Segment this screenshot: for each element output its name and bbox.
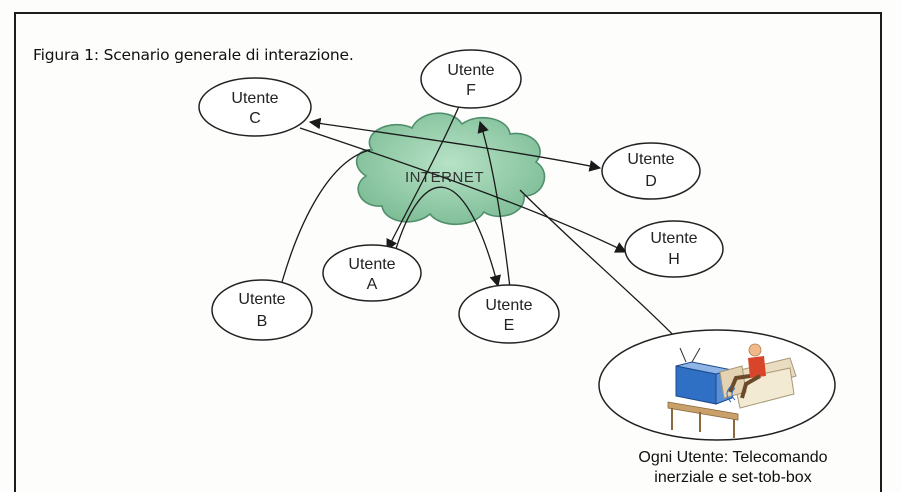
user-setup [598,329,836,441]
node-a-line1: Utente [348,256,395,273]
person-icon [728,343,766,399]
tv-table-icon [667,401,739,438]
node-f-line1: Utente [447,62,494,79]
node-f-line2: F [466,82,476,99]
node-h-line1: Utente [650,230,697,247]
node-d-line2: D [645,173,657,190]
link-c-d [308,117,602,172]
node-utente-d: Utente D [601,142,701,200]
node-h-line2: H [668,251,680,268]
link-a-e [394,186,501,288]
node-c-line1: Utente [231,90,278,107]
setup-caption-line2: inerziale e set-tob-box [654,469,811,486]
node-utente-h: Utente H [624,220,724,278]
node-h-ellipse [624,220,724,278]
node-utente-e: Utente E [458,284,560,344]
setup-caption-line1: Ogni Utente: Telecomando [638,449,827,466]
node-utente-a: Utente A [322,244,422,302]
internet-cloud: INTERNET [355,112,546,225]
connection-links [281,103,689,351]
node-c-ellipse [198,77,312,137]
node-b-line1: Utente [238,291,285,308]
node-b-line2: B [257,313,268,330]
node-a-ellipse [322,244,422,302]
link-b-internet [281,149,371,283]
node-utente-f: Utente F [420,49,522,109]
node-e-ellipse [458,284,560,344]
node-utente-b: Utente B [211,279,313,341]
link-e-f [477,120,511,289]
link-c-h [299,127,628,253]
node-a-line2: A [367,276,378,293]
remote-signal-icon [726,385,736,403]
node-e-line2: E [504,317,515,334]
node-d-ellipse [601,142,701,200]
node-utente-c: Utente C [198,77,312,137]
figure-caption: Figura 1: Scenario generale di interazio… [33,46,354,64]
node-f-ellipse [420,49,522,109]
node-c-line2: C [249,110,261,127]
figure-frame [14,12,882,492]
node-b-ellipse [211,279,313,341]
link-f-a [386,103,461,252]
node-d-line1: Utente [627,151,674,168]
link-internet-setup [519,189,689,351]
node-e-line1: Utente [485,297,532,314]
